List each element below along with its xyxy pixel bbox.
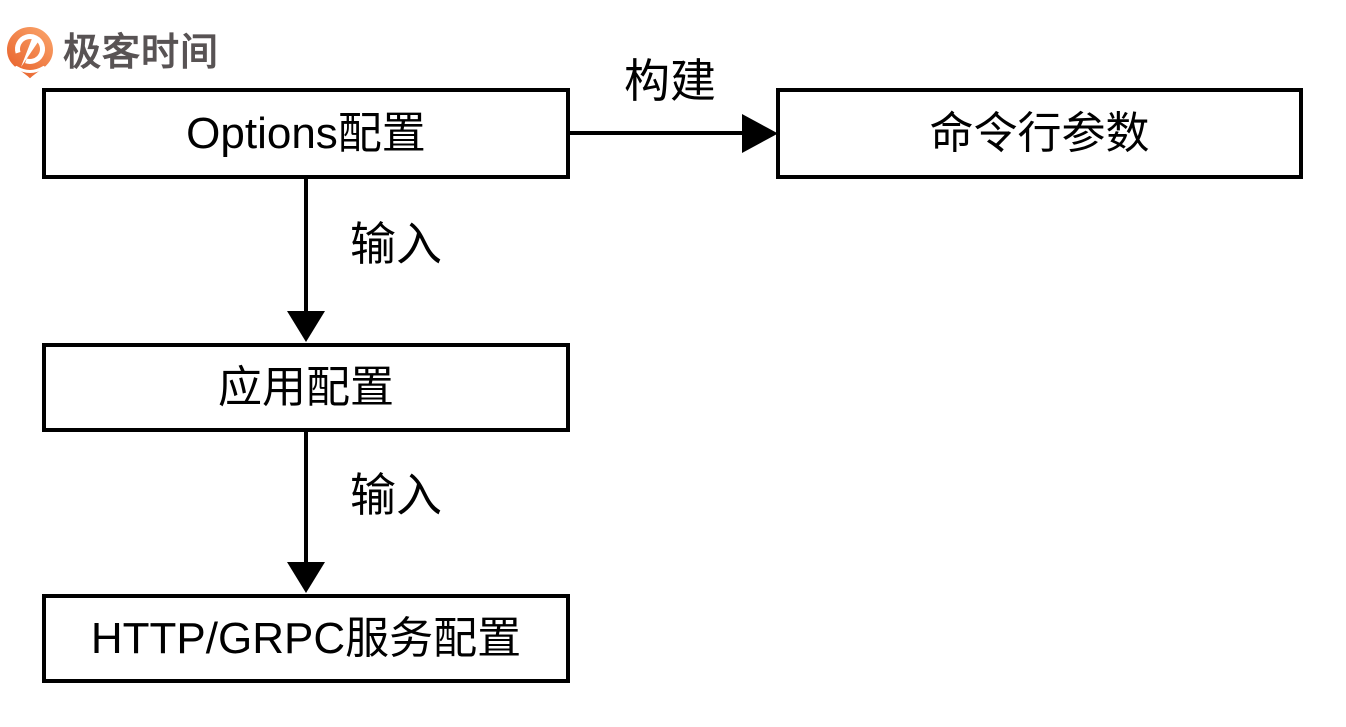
edge-label-build: 构建: [624, 55, 716, 107]
node-http-grpc-service-config: HTTP/GRPC服务配置: [42, 594, 570, 683]
node-cmdline-args-label: 命令行参数: [929, 108, 1150, 158]
node-cmdline-args: 命令行参数: [776, 88, 1303, 179]
node-options-config-label: Options配置: [186, 108, 426, 158]
node-http-grpc-service-config-label: HTTP/GRPC服务配置: [90, 613, 522, 663]
node-app-config: 应用配置: [42, 343, 570, 432]
geektime-logo: 极客时间: [6, 26, 219, 79]
geektime-logo-text: 极客时间: [63, 31, 220, 74]
edge-label-input-2: 输入: [350, 469, 442, 521]
node-options-config: Options配置: [42, 88, 570, 179]
edge-label-input-1: 输入: [350, 218, 442, 270]
arrow-input-1: [287, 179, 325, 342]
geektime-pin-icon: [6, 26, 54, 79]
arrow-build: [570, 114, 778, 153]
arrow-input-2: [287, 431, 325, 593]
node-app-config-label: 应用配置: [218, 362, 394, 412]
